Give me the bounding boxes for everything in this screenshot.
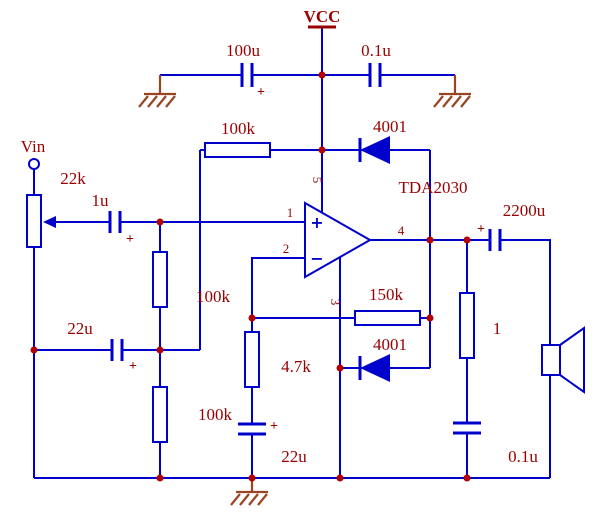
label-c-bias: 22u	[67, 319, 93, 338]
pin-label-4: 4	[398, 223, 405, 238]
opamp-symbols: + −	[310, 213, 323, 268]
ground-icon	[138, 75, 176, 108]
wire-pin2-bend	[251, 257, 305, 318]
ground-top-right	[433, 75, 471, 108]
potentiometer-body	[26, 194, 42, 248]
pin-label-5: 5	[310, 177, 325, 184]
label-ic-name: TDA2030	[399, 178, 468, 197]
label-r-bias-top: 100k	[221, 119, 256, 138]
resistor-zobel-body	[459, 292, 475, 359]
junction-dots	[30, 71, 471, 482]
polarity-marks: + + + + +	[126, 85, 485, 434]
label-c-input: 1u	[92, 191, 110, 210]
label-r-bias-mid: 100k	[196, 287, 231, 306]
junction-dot	[426, 314, 434, 322]
label-c-zobel: 0.1u	[508, 447, 538, 466]
labels: VCC Vin 100u 0.1u 100k 4001 22k 1u 100k …	[21, 7, 546, 466]
label-r-bias-bot: 100k	[198, 405, 233, 424]
junction-dot	[30, 346, 38, 354]
resistor-feedback-body	[354, 310, 421, 326]
ground-icon	[230, 478, 268, 506]
resistors	[26, 142, 475, 443]
resistor-bias-top-body	[204, 142, 271, 158]
junction-dot	[463, 474, 471, 482]
opamp-minus-sign: −	[310, 249, 323, 268]
label-r-gain: 4.7k	[281, 357, 311, 376]
capacitor-supply-bulk	[240, 63, 254, 87]
capacitor-bias	[110, 339, 124, 361]
pin-label-2: 2	[283, 241, 290, 256]
vin-terminal	[28, 158, 40, 170]
label-pot: 22k	[60, 169, 86, 188]
label-r-feedback: 150k	[369, 285, 404, 304]
capacitor-supply-hf	[368, 63, 382, 87]
label-d-clamp-top: 4001	[373, 117, 407, 136]
label-c-supply-bulk: 100u	[226, 41, 261, 60]
ground-top-left	[138, 75, 176, 108]
pin-label-3: 3	[328, 299, 343, 306]
diode-bottom-body	[360, 354, 390, 382]
resistor-bias-mid-body	[152, 251, 168, 308]
plus-c-input: +	[126, 232, 134, 247]
plus-c-bias: +	[129, 359, 137, 374]
label-vcc: VCC	[304, 7, 341, 26]
plus-c-supply-bulk: +	[257, 85, 265, 100]
plus-c-gain: +	[270, 419, 278, 434]
diodes	[358, 136, 390, 382]
junction-dot	[156, 218, 164, 226]
resistor-gain-body	[244, 331, 260, 388]
junction-dot	[248, 474, 256, 482]
speaker-cone	[559, 326, 585, 394]
opamp-triangle	[304, 201, 373, 279]
resistor-bias-bot-body	[152, 386, 168, 443]
junction-dot	[336, 474, 344, 482]
plus-c-output: +	[477, 222, 485, 237]
label-c-gain: 22u	[281, 447, 307, 466]
potentiometer-wiper-arrow	[43, 216, 56, 228]
capacitors	[108, 63, 502, 436]
capacitor-gain	[238, 422, 266, 436]
ground-icon	[433, 75, 471, 108]
capacitor-output	[488, 229, 502, 251]
junction-dot	[156, 474, 164, 482]
label-r-zobel: 1	[493, 319, 502, 338]
label-c-supply-hf: 0.1u	[361, 41, 391, 60]
junction-dot	[336, 364, 344, 372]
junction-dot	[156, 346, 164, 354]
speaker	[541, 326, 585, 394]
wire-output-to-speaker	[500, 239, 551, 345]
junction-dot	[248, 314, 256, 322]
speaker-driver	[541, 344, 561, 376]
label-c-output: 2200u	[503, 201, 546, 220]
label-d-clamp-bot: 4001	[373, 335, 407, 354]
junction-dot	[463, 236, 471, 244]
pin-labels: 1 2 4 5 3	[283, 177, 405, 306]
wires	[33, 27, 551, 479]
capacitor-input	[108, 211, 122, 233]
label-vin: Vin	[21, 137, 46, 156]
capacitor-zobel	[453, 421, 481, 435]
junction-dot	[318, 71, 326, 79]
ground-bottom	[230, 478, 268, 506]
opamp-plus-sign: +	[310, 213, 323, 232]
junction-dot	[426, 236, 434, 244]
diode-top-body	[360, 136, 390, 164]
junction-dot	[318, 146, 326, 154]
pin-label-1: 1	[287, 205, 294, 220]
